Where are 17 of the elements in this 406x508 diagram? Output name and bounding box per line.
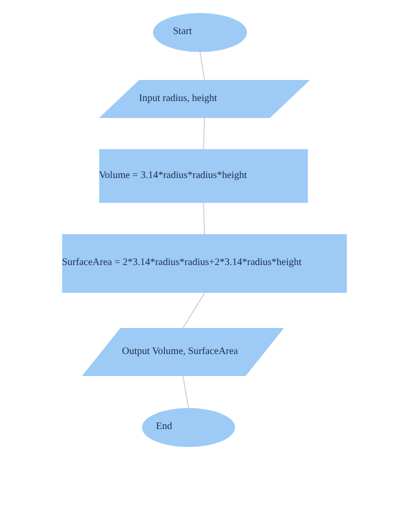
node-label: End [156, 421, 172, 434]
node-label: Volume = 3.14*radius*radius*height [99, 170, 247, 182]
node-label: SurfaceArea = 2*3.14*radius*radius+2*3.14*radius*height [62, 257, 302, 270]
connector-line [203, 118, 205, 150]
process-box [62, 234, 347, 293]
node-label: Input radius, height [139, 92, 218, 106]
io-parallelogram [99, 80, 310, 118]
process-box [99, 149, 308, 203]
io-parallelogram [82, 328, 284, 376]
connector-line [203, 202, 205, 234]
connector-line [200, 52, 205, 80]
node-label: Start [173, 26, 192, 39]
node-label: Output Volume, SurfaceArea [122, 346, 238, 358]
connector-line [182, 376, 189, 408]
connector-line [182, 292, 205, 328]
terminator-ellipse [142, 408, 235, 447]
terminator-ellipse [153, 13, 247, 52]
